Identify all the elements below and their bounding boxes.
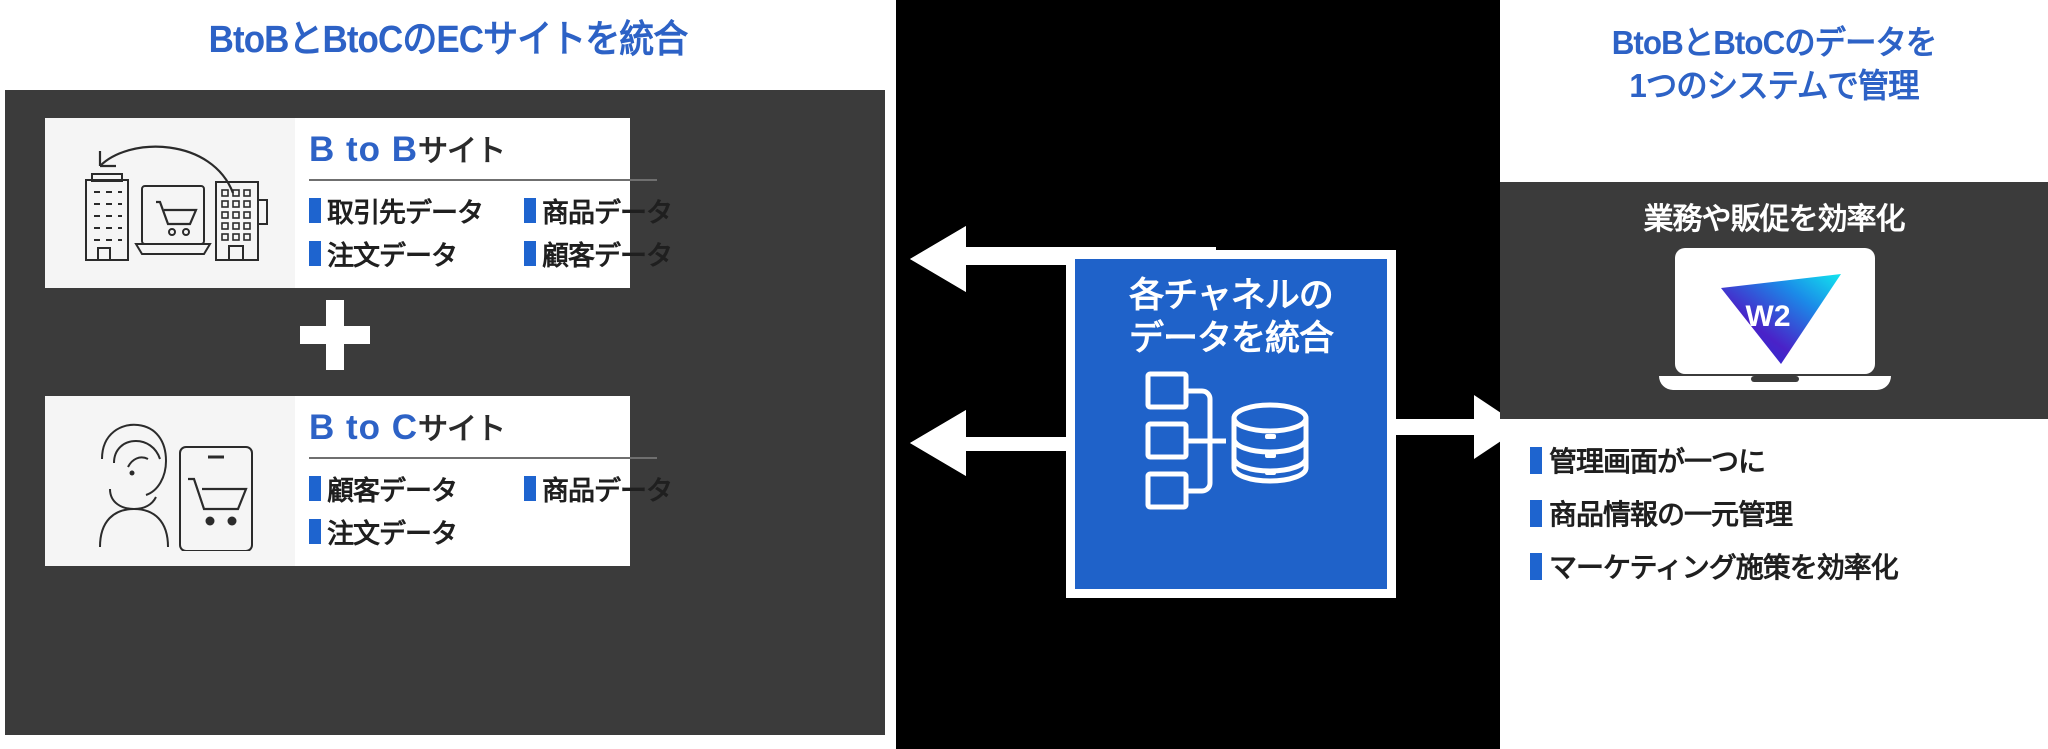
btob-data-item: 顧客データ <box>524 234 673 273</box>
consumer-mobile-cart-icon <box>99 423 253 551</box>
benefit-item: 商品情報の一元管理 <box>1530 493 2048 533</box>
right-subtitle: 業務や販促を効率化 <box>1643 203 1906 236</box>
btob-data-list: 取引先データ 商品データ 注文データ <box>309 191 673 277</box>
data-integration-box: 各チャネルの データを統合 <box>1066 250 1396 598</box>
btob-divider <box>309 178 658 181</box>
data-integration-database-icon <box>1145 371 1309 510</box>
btoc-data-item: 注文データ <box>309 512 524 551</box>
btob-card-title: B to Bサイト <box>309 130 672 169</box>
btob-data-label: 商品データ <box>542 197 673 228</box>
benefit-item: マーケティング施策を効率化 <box>1530 546 2048 586</box>
left-panel: BtoBとBtoCのECサイトを統合 <box>0 0 896 749</box>
benefit-label: 管理画面が一つに <box>1549 446 1766 477</box>
btoc-data-label: 顧客データ <box>327 475 458 506</box>
right-panel: BtoBとBtoCのデータを 1つのシステムで管理 業務や販促を効率化 <box>1500 0 2048 749</box>
btob-data-item: 商品データ <box>524 191 673 230</box>
btoc-data-item: 顧客データ <box>309 469 524 508</box>
left-panel-title: BtoBとBtoCのECサイトを統合 <box>208 19 689 61</box>
btoc-suffix-label: サイト <box>418 413 506 446</box>
right-title-line2: 1つのシステムで管理 <box>1629 66 1919 104</box>
btoc-brand-label: B to C <box>309 408 419 447</box>
btob-suffix-label: サイト <box>418 135 506 168</box>
btoc-data-item: 商品データ <box>524 469 673 508</box>
integration-icon-wrap <box>1136 366 1326 521</box>
laptop-with-logo-icon: W2 <box>1659 248 1891 390</box>
bullet-square-icon <box>309 197 321 223</box>
btoc-card-body: B to Cサイト 顧客データ 商品データ <box>295 396 694 566</box>
w2-triangle-logo <box>1721 274 1841 364</box>
btob-card-icon-area <box>45 118 295 288</box>
bullet-square-icon <box>309 518 321 544</box>
right-title-line1: BtoBとBtoCのデータを <box>1611 24 1937 61</box>
benefit-label: 商品情報の一元管理 <box>1549 499 1793 530</box>
arrow-right-icon <box>1396 395 1522 459</box>
bullet-square-icon <box>309 240 321 266</box>
office-ecommerce-icon <box>85 145 268 261</box>
benefit-item: 管理画面が一つに <box>1530 440 2048 480</box>
btob-data-item: 注文データ <box>309 234 524 273</box>
btob-data-label: 顧客データ <box>542 240 673 271</box>
benefit-label: マーケティング施策を効率化 <box>1549 552 1899 583</box>
right-dark-background: 業務や販促を効率化 W2 <box>1500 182 2048 419</box>
bullet-square-icon <box>1530 499 1542 527</box>
btoc-data-label: 注文データ <box>327 518 458 549</box>
btob-data-row: 注文データ 顧客データ <box>309 234 673 273</box>
btob-brand-label: B to B <box>309 130 419 169</box>
btob-site-card: B to Bサイト 取引先データ 商品データ <box>45 118 673 288</box>
btoc-data-row: 顧客データ 商品データ <box>309 469 673 508</box>
integration-text-line1: 各チャネルの <box>1129 276 1334 315</box>
plus-symbol-icon <box>300 300 370 370</box>
btoc-data-list: 顧客データ 商品データ 注文データ <box>309 469 673 555</box>
integration-box-text: 各チャネルの データを統合 <box>1128 275 1334 360</box>
bullet-square-icon <box>524 240 536 266</box>
btoc-divider <box>309 456 658 459</box>
benefits-list: 管理画面が一つに 商品情報の一元管理 マーケティング施策を効率化 <box>1530 440 2048 599</box>
btoc-site-card: B to Cサイト 顧客データ 商品データ <box>45 396 673 566</box>
bullet-square-icon <box>524 475 536 501</box>
btob-data-label: 取引先データ <box>327 197 484 228</box>
btoc-data-label: 商品データ <box>542 475 673 506</box>
bullet-square-icon <box>524 197 536 223</box>
btob-data-item: 取引先データ <box>309 191 524 230</box>
integration-text-line2: データを統合 <box>1128 318 1334 358</box>
bullet-square-icon <box>1530 446 1542 474</box>
right-panel-title: BtoBとBtoCのデータを 1つのシステムで管理 <box>1514 22 2035 108</box>
w2-logo-text: W2 <box>1746 300 1791 333</box>
bullet-square-icon <box>309 475 321 501</box>
btoc-card-title: B to Cサイト <box>309 408 672 447</box>
btob-card-body: B to Bサイト 取引先データ 商品データ <box>295 118 694 288</box>
laptop-icon: W2 <box>1655 248 1895 403</box>
btoc-card-icon-area <box>45 396 295 566</box>
btob-data-label: 注文データ <box>327 240 458 271</box>
btoc-data-row: 注文データ <box>309 512 672 551</box>
btob-data-row: 取引先データ 商品データ <box>309 191 673 230</box>
bullet-square-icon <box>1530 552 1542 580</box>
